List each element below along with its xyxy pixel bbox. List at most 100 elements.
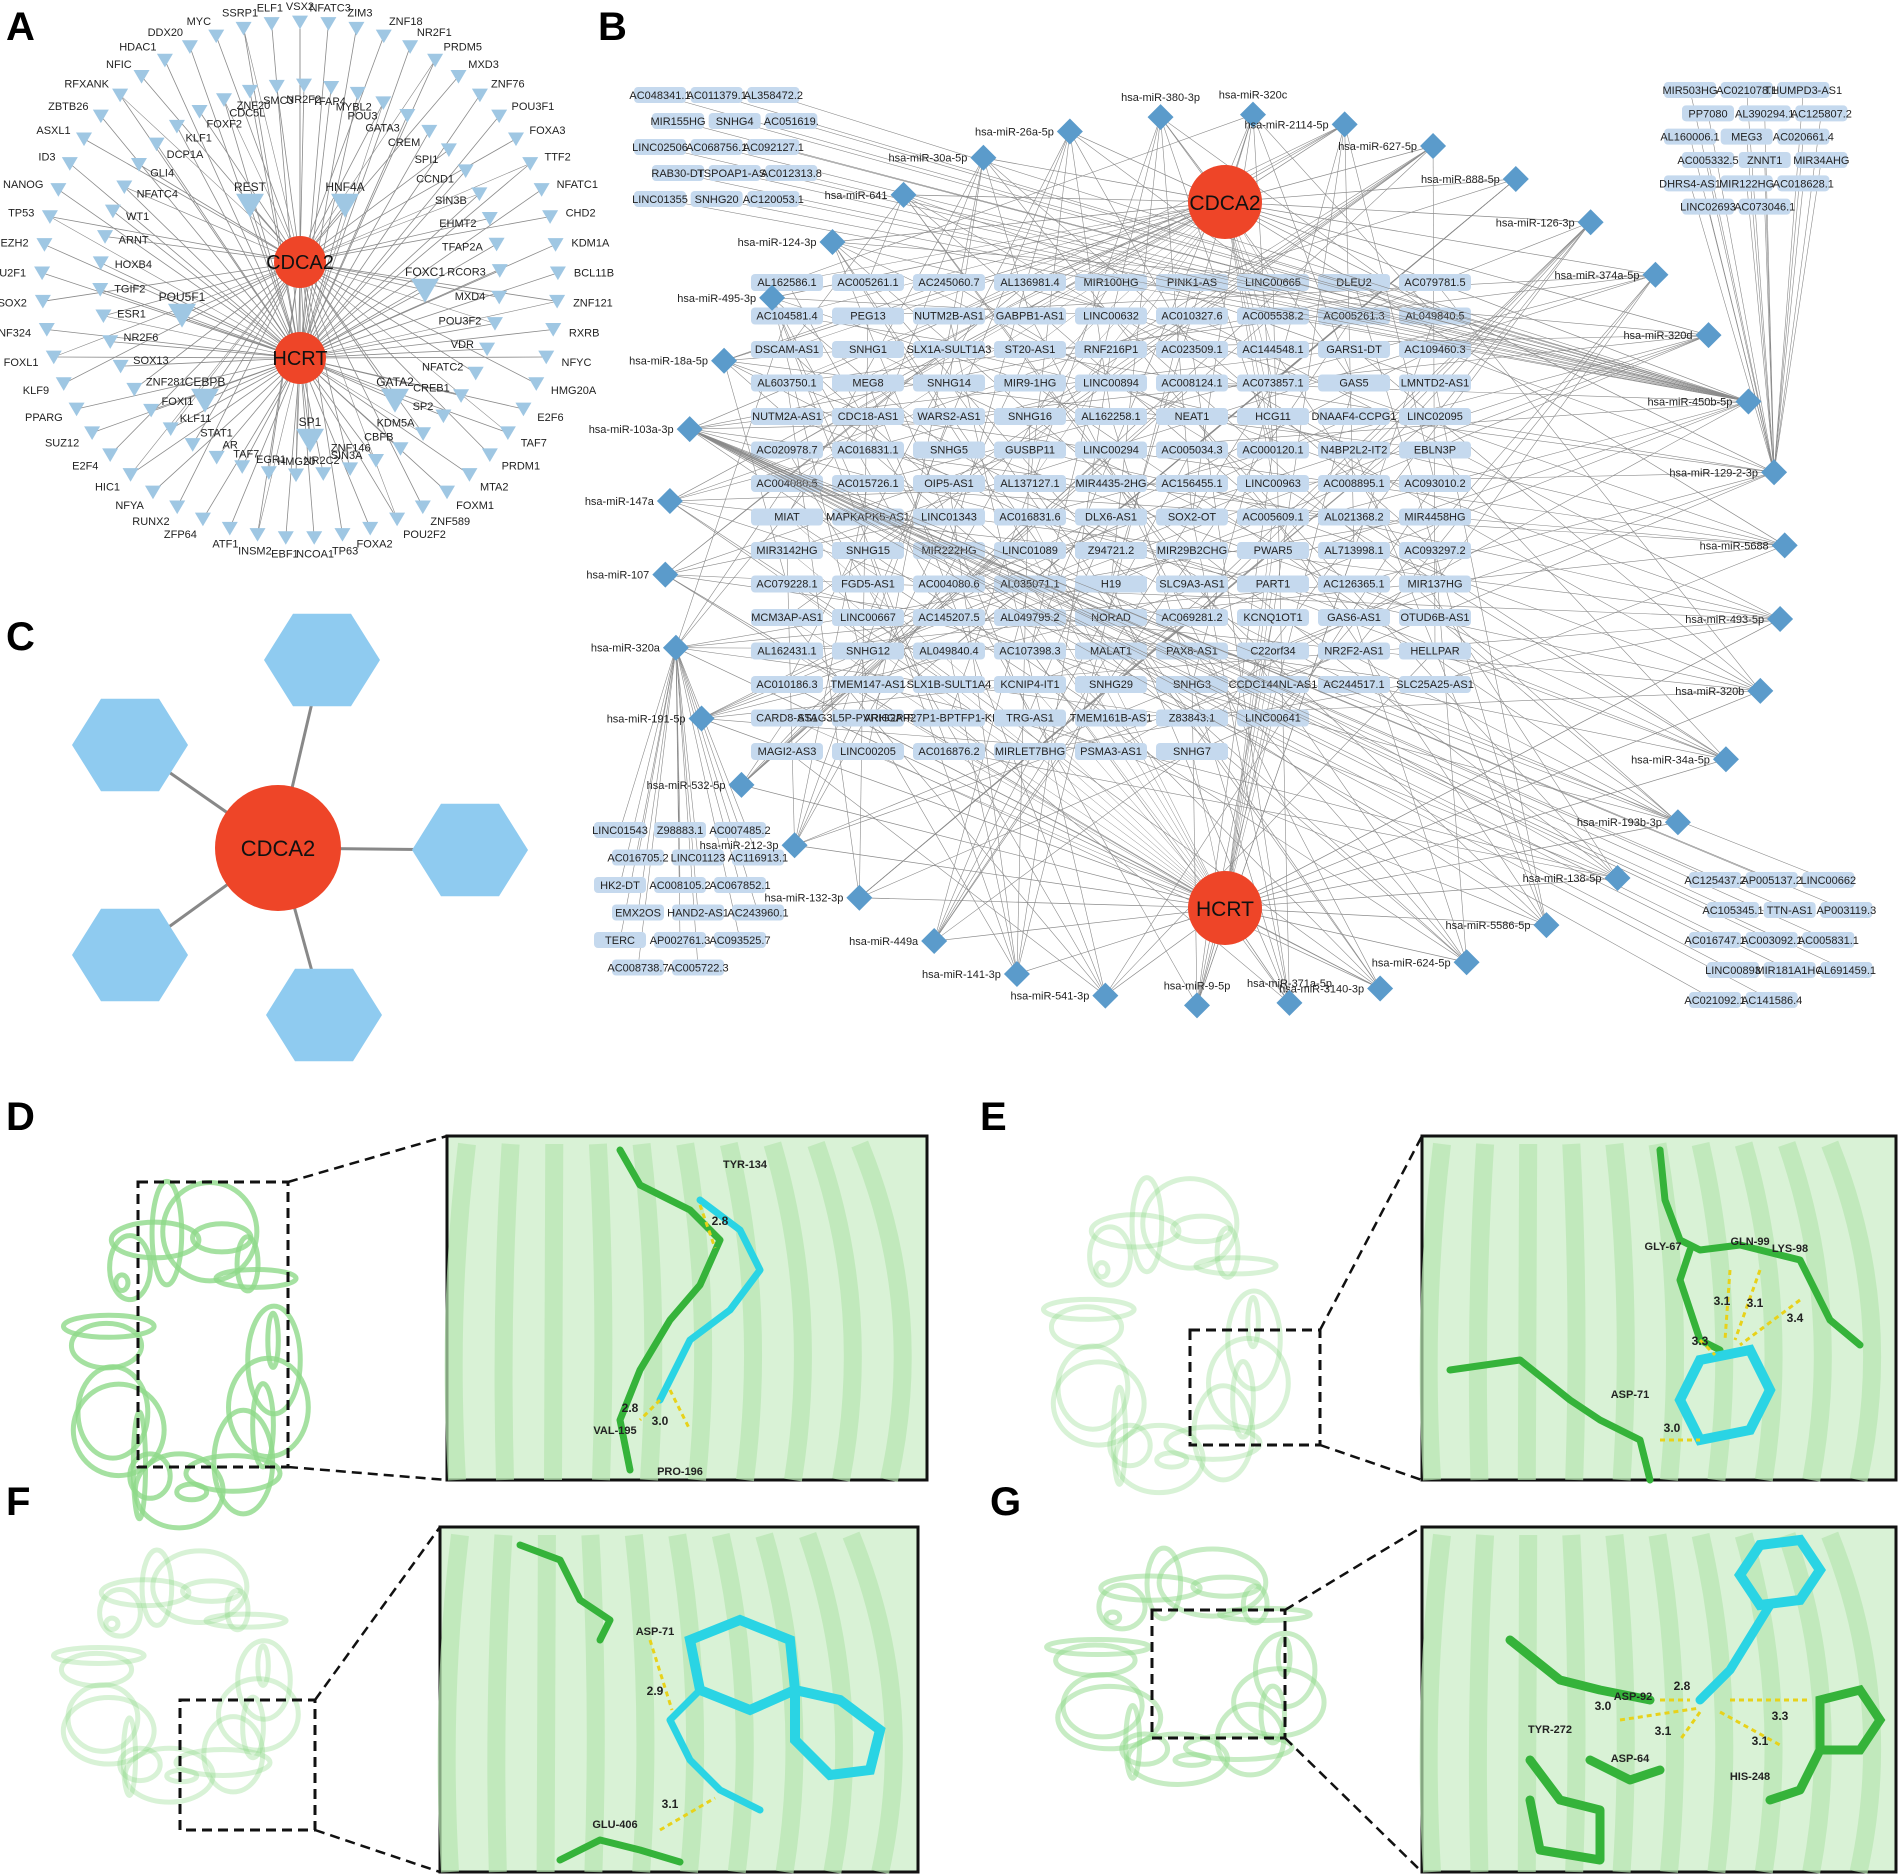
cerna-edge — [665, 574, 1436, 685]
lncrna-label: AC141586.4 — [1741, 995, 1802, 1007]
protein-ribbon — [668, 1533, 705, 1873]
lncrna-node — [913, 508, 985, 526]
tf-node-large — [296, 428, 324, 453]
distance-label: 2.9 — [647, 1684, 664, 1698]
lncrna-node — [672, 959, 724, 976]
lncrna-label: AC016876.2 — [918, 746, 979, 758]
tf-node — [491, 290, 508, 305]
lncrna-label: PP7080 — [1688, 108, 1727, 120]
mirna-label: hsa-miR-212-3p — [700, 840, 779, 852]
lncrna-label: AP003119.3 — [1816, 905, 1876, 917]
tf-node — [208, 29, 225, 44]
tf-label: POU5F1 — [159, 290, 206, 304]
tf-label: GATA3 — [365, 122, 399, 134]
lncrna-label: DLEU2 — [1336, 277, 1371, 289]
lncrna-node — [1156, 542, 1228, 559]
tf-label: ASXL1 — [36, 125, 70, 137]
cerna-edge — [1224, 178, 1516, 203]
tf-label: HMG20 — [277, 456, 315, 468]
protein-ribbon — [544, 1143, 564, 1481]
protein-ribbon — [149, 1178, 185, 1288]
tf-node-large — [381, 388, 409, 413]
lncrna-label: PSMA3-AS1 — [1080, 746, 1142, 758]
lncrna-label: AC093525.7 — [709, 935, 770, 947]
hub-node — [215, 785, 341, 911]
protein-ribbon — [255, 1643, 271, 1688]
protein-ribbon — [807, 1141, 862, 1482]
distance-label: 3.1 — [1655, 1724, 1672, 1738]
tf-label: NFYA — [115, 500, 144, 512]
lncrna-node — [1399, 542, 1471, 559]
lncrna-label: SNHG4 — [716, 116, 754, 128]
lncrna-label: CARD8-AS1 — [756, 713, 818, 725]
mirna-label: hsa-miR-193b-3p — [1577, 817, 1662, 829]
cerna-edge — [933, 683, 1112, 942]
lncrna-node — [1720, 128, 1773, 145]
tf-edge — [299, 189, 542, 359]
lncrna-node — [751, 642, 823, 660]
hub-node — [1188, 165, 1262, 239]
lncrna-label: MIR137HG — [1407, 579, 1462, 591]
tf-node — [41, 210, 58, 224]
tf-node-large — [411, 278, 439, 303]
protein-ribbon — [1214, 1701, 1287, 1778]
lncrna-label: MIR4458HG — [1404, 512, 1465, 524]
panel-c-drug-network: CDCA2 — [72, 613, 528, 1062]
lncrna-label: SNHG16 — [1008, 411, 1052, 423]
tf-label: MYBL2 — [336, 102, 372, 114]
lncrna-label: TERC — [605, 935, 635, 947]
cerna-edge — [689, 428, 1772, 1001]
lncrna-node — [672, 904, 724, 921]
tf-node — [533, 183, 550, 197]
tf-node — [481, 211, 498, 226]
hydrogen-bond — [1739, 1298, 1801, 1347]
tf-node — [130, 157, 147, 172]
cerna-edge — [786, 201, 1226, 283]
protein-ribbon — [1419, 1533, 1451, 1873]
tf-edge — [120, 357, 301, 367]
lncrna-node — [751, 374, 823, 392]
lncrna-label: LINC02693 — [1680, 202, 1736, 214]
tf-label: E2F6 — [537, 412, 563, 424]
tf-edge — [100, 289, 301, 359]
protein-ribbon — [444, 1142, 476, 1481]
tf-label: FOXC1 — [405, 265, 445, 279]
cerna-edge — [983, 157, 1226, 203]
mirna-label: hsa-miR-26a-5p — [975, 127, 1054, 139]
tf-node — [208, 450, 225, 465]
lncrna-node — [747, 191, 800, 207]
protein-ribbon — [235, 1638, 293, 1722]
tf-edge — [299, 261, 396, 401]
tf-node — [221, 521, 238, 536]
lncrna-node — [1820, 902, 1873, 918]
cerna-edge — [1110, 315, 1679, 823]
lncrna-label: AC016747.1 — [1684, 935, 1745, 947]
lncrna-node — [1075, 475, 1147, 492]
tf-label: E2F4 — [72, 461, 98, 473]
lncrna-label: LINC01543 — [592, 825, 648, 837]
lncrna-label: AL021368.2 — [1324, 512, 1383, 524]
tf-node — [84, 426, 101, 440]
protein-ribbon — [1048, 1304, 1125, 1350]
lncrna-label: LINC01089 — [1002, 545, 1058, 557]
lncrna-node — [654, 877, 706, 893]
lncrna-node — [994, 307, 1066, 325]
residue-label: ASP-64 — [1611, 1753, 1650, 1765]
tf-node — [491, 264, 508, 278]
cerna-edge — [1764, 206, 1775, 473]
protein-ribbon — [1154, 1450, 1190, 1470]
lncrna-node — [1075, 274, 1147, 291]
tf-edge — [69, 163, 301, 359]
lncrna-node — [1156, 408, 1228, 425]
lncrna-node — [1707, 902, 1759, 918]
lncrna-label: AC104581.4 — [756, 311, 817, 323]
tf-edge — [299, 272, 559, 359]
lncrna-node — [1399, 374, 1471, 392]
tf-label: HDAC1 — [119, 42, 156, 54]
protein-ribbon — [113, 1272, 131, 1294]
tf-node — [102, 448, 119, 462]
tf-label: ATF1 — [212, 539, 238, 551]
lncrna-node — [1075, 441, 1147, 459]
tf-label: AR — [223, 440, 238, 452]
mirna-label: hsa-miR-320a — [591, 643, 661, 655]
